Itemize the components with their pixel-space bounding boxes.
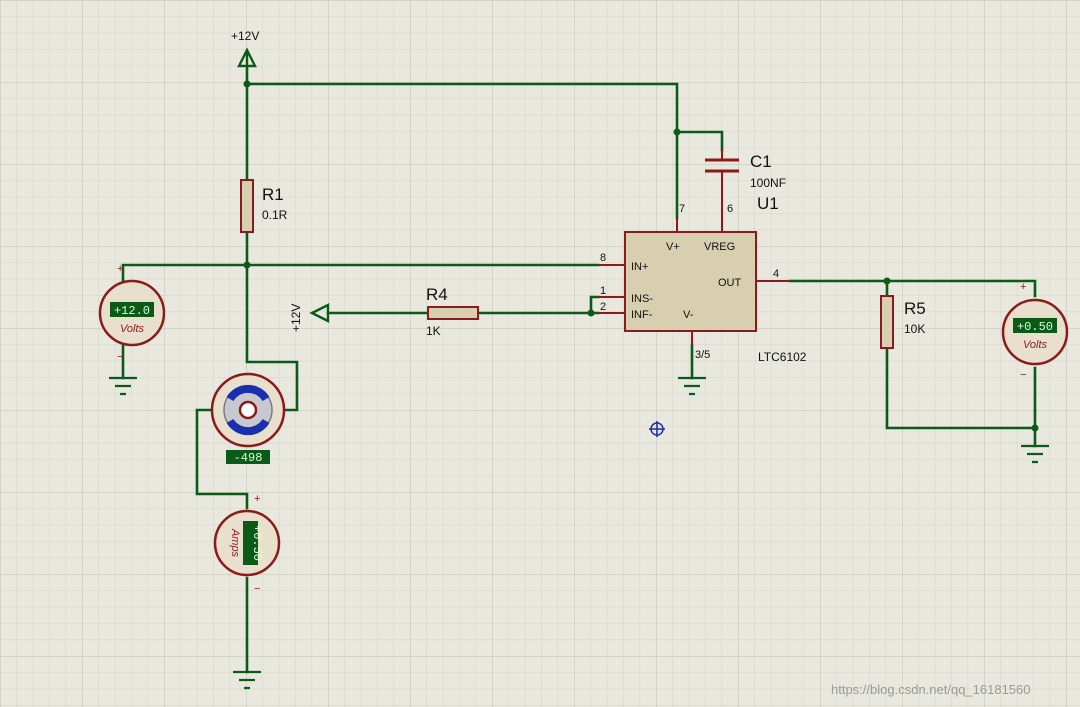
watermark: https://blog.csdn.net/qq_16181560 [831, 682, 1031, 697]
u1-pin-num-7: 7 [679, 203, 685, 215]
u1-pin-num-4: 4 [773, 268, 779, 280]
ground-icon [1021, 444, 1049, 464]
u1-pin-num-2: 2 [600, 301, 606, 313]
voltmeter-left-minus: − [117, 351, 123, 363]
capacitor-c1[interactable]: C1 100NF [705, 150, 786, 232]
u1-part: LTC6102 [758, 350, 807, 364]
c1-ref: C1 [750, 152, 772, 171]
wire-r5-bottom [885, 346, 1037, 430]
ammeter-display [243, 521, 258, 565]
supply-terminal-left[interactable]: +12V [289, 303, 330, 332]
ammeter-value: +0.50 [250, 525, 264, 561]
ground-u1 [678, 376, 706, 396]
voltmeter-left-plus: + [117, 263, 123, 275]
supply-top-label: +12V [231, 29, 259, 43]
voltmeter-right-minus: − [1020, 369, 1026, 381]
junction-dot [673, 128, 681, 136]
r4-value: 1K [426, 324, 441, 338]
supply-arrow-icon [237, 47, 257, 70]
u1-pin-out: OUT [718, 277, 742, 289]
ground-icon [109, 376, 137, 396]
ground-icon [678, 376, 706, 396]
u1-pin-num-35: 3/5 [695, 349, 710, 361]
u1-pin-num-8: 8 [600, 252, 606, 264]
ammeter-plus: + [254, 493, 260, 505]
ammeter-minus: − [254, 583, 260, 595]
voltmeter-right-display [1013, 318, 1057, 333]
voltmeter-left[interactable]: +12.0 Volts + − [98, 263, 166, 363]
ammeter[interactable]: +0.50 Amps + − [213, 493, 281, 595]
resistor-r5[interactable]: R5 10K [880, 295, 926, 349]
ground-right [1021, 444, 1049, 464]
ammeter-unit: Amps [229, 528, 241, 558]
c1-value: 100NF [750, 176, 786, 190]
motor-magnet-bottom-icon [226, 418, 270, 436]
u1-pin-num-1: 1 [600, 285, 606, 297]
r5-value: 10K [904, 322, 925, 336]
junction-dot [883, 277, 891, 285]
motor-shaft [238, 400, 258, 420]
ground-ammeter [233, 670, 261, 690]
motor-reading: -498 [234, 451, 263, 465]
r4-ref: R4 [426, 285, 448, 304]
supply-arrow-icon [309, 303, 330, 323]
u1-body [624, 231, 757, 332]
voltmeter-right[interactable]: +0.50 Volts + − [1001, 281, 1069, 381]
r5-ref: R5 [904, 299, 926, 318]
ground-icon [233, 670, 261, 690]
voltmeter-right-plus: + [1020, 281, 1026, 293]
voltmeter-left-unit: Volts [120, 323, 145, 335]
wire-motor-ammeter [195, 408, 249, 510]
wire-out [788, 279, 1037, 298]
junction-dot [243, 261, 251, 269]
resistor-r5-body [880, 295, 894, 349]
wire-top-rail [245, 68, 679, 134]
resistor-r4-body [427, 306, 479, 320]
r1-ref: R1 [262, 185, 284, 204]
voltmeter-right-unit: Volts [1023, 339, 1048, 351]
origin-crosshair-icon [649, 421, 665, 437]
resistor-r4[interactable]: R4 1K [426, 285, 479, 338]
junction-dot [243, 80, 251, 88]
supply-left-label: +12V [289, 304, 303, 332]
wire-r1-bottom [245, 230, 299, 412]
junctions [243, 80, 1039, 432]
u1-pin-vreg: VREG [704, 241, 735, 253]
junction-dot [1031, 424, 1039, 432]
ground-left-meter [109, 376, 137, 396]
junction-dot [587, 309, 595, 317]
supply-terminal-top[interactable]: +12V [231, 29, 259, 70]
motor-magnet-top-icon [226, 384, 270, 402]
resistor-r1[interactable]: R1 0.1R [240, 179, 288, 233]
u1-pin-vplus: V+ [666, 241, 680, 253]
motor-display [226, 450, 270, 464]
voltmeter-right-value: +0.50 [1017, 320, 1053, 334]
u1-pin-inplus: IN+ [631, 261, 648, 273]
r1-value: 0.1R [262, 208, 288, 222]
u1-pin-insminus: INS- [631, 293, 653, 305]
voltmeter-left-display [110, 302, 154, 317]
resistor-r1-body [240, 179, 254, 233]
u1-pin-infminus: INF- [631, 309, 653, 321]
u1-ref: U1 [757, 194, 779, 213]
voltmeter-left-value: +12.0 [114, 304, 150, 318]
crosshair-lines [649, 421, 665, 437]
wire-cap-top [675, 130, 724, 152]
dc-motor[interactable]: -498 [210, 372, 286, 465]
ic-u1[interactable]: V+ VREG IN+ OUT INS- INF- V- 7 6 8 4 1 2… [598, 194, 807, 364]
wire-ins-tie [589, 295, 600, 315]
u1-pin-num-6: 6 [727, 203, 733, 215]
u1-pin-vminus: V- [683, 309, 694, 321]
